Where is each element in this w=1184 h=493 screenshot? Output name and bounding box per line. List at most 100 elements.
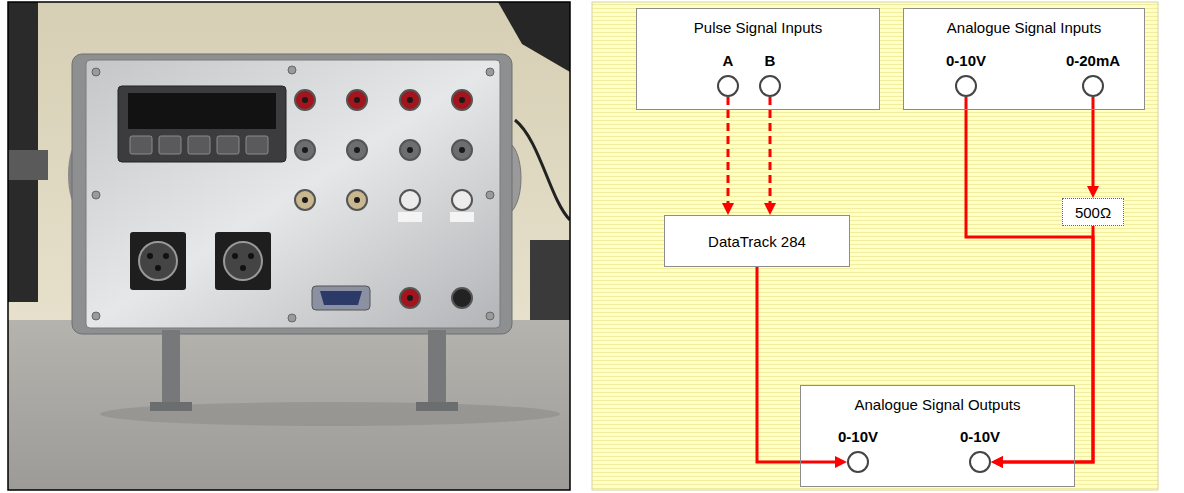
photo-button <box>159 136 181 154</box>
terminal-circle <box>847 451 869 473</box>
signal-wire <box>1092 97 1095 189</box>
photo-banana-socket <box>295 90 315 110</box>
terminal-label: 0-10V <box>960 428 1000 445</box>
device-name: DataTrack 284 <box>708 233 806 250</box>
photo-banana-socket <box>295 140 315 160</box>
photo-stand-foot <box>416 402 458 411</box>
photo-screw <box>486 312 494 320</box>
photo-socket-hole <box>407 295 413 301</box>
photo-screw <box>92 191 100 199</box>
box-fill <box>664 215 850 267</box>
photo-socket-hole <box>407 147 413 153</box>
diagram-background <box>592 2 1158 490</box>
photo-banana-socket <box>347 90 367 110</box>
photo-xlr-pin <box>232 253 238 259</box>
photo-housing <box>72 54 512 334</box>
box-fill <box>903 8 1145 110</box>
photo-stand-foot <box>150 402 192 411</box>
photo-xlr-pin <box>248 253 254 259</box>
photo-socket-hole <box>459 147 465 153</box>
terminal-circle <box>717 75 739 97</box>
photo-frame <box>8 2 570 490</box>
output-group-box: Analogue Signal Outputs 0-10V 0-10V <box>800 385 1075 487</box>
terminal-label: 0-20mA <box>1066 52 1120 69</box>
photo-front-panel <box>86 60 500 328</box>
photo-socket-hole <box>407 97 413 103</box>
photo-banana-socket <box>400 190 420 210</box>
terminal-label: B <box>765 52 776 69</box>
photo-banana-socket <box>347 190 367 210</box>
photo-socket-hole <box>302 147 308 153</box>
photo-socket-hole <box>302 97 308 103</box>
signal-wire <box>1000 226 1093 462</box>
photo-banana-socket <box>452 140 472 160</box>
terminal-label: 0-10V <box>946 52 986 69</box>
photo-wall <box>8 2 570 332</box>
signal-wire <box>769 97 772 206</box>
resistor-box: 500Ω <box>1062 198 1124 226</box>
photo-banana-socket <box>347 140 367 160</box>
photo-banana-socket <box>452 90 472 110</box>
box-fill <box>636 8 880 110</box>
photo-dsub-connector <box>312 286 370 310</box>
photo-desk <box>8 320 570 490</box>
photo-button <box>217 136 239 154</box>
resistor-value: 500Ω <box>1075 204 1111 221</box>
photo-tape-label <box>450 212 474 222</box>
pulse-terminal: A <box>693 52 763 97</box>
converter-box: DataTrack 284 <box>664 215 850 267</box>
photo-tape-label <box>398 212 422 222</box>
photo-screw <box>486 191 494 199</box>
photo-xlr-socket <box>215 232 271 290</box>
photo-display-bezel <box>118 86 286 162</box>
box-fill <box>800 385 1075 487</box>
terminal-circle <box>759 75 781 97</box>
photo-dsub-connector <box>320 291 362 305</box>
photo-socket-hole <box>459 97 465 103</box>
photo-banana-socket <box>452 288 472 308</box>
terminal-circle <box>955 75 977 97</box>
photo-screw <box>92 68 100 76</box>
terminal-circle <box>1082 75 1104 97</box>
photo-button <box>188 136 210 154</box>
photo-xlr-socket <box>139 242 177 280</box>
photo-cable <box>515 120 570 220</box>
photo-xlr-socket <box>130 232 186 290</box>
output-terminal: 0-10V <box>945 428 1015 473</box>
photo-banana-socket <box>400 140 420 160</box>
photo-banana-socket <box>400 288 420 308</box>
group-title: Analogue Signal Outputs <box>855 396 1021 413</box>
photo-xlr-pin <box>155 265 161 271</box>
terminal-label: A <box>723 52 734 69</box>
input-group-box: Pulse Signal InputsA B <box>636 8 880 110</box>
terminal-circle <box>969 451 991 473</box>
photo-screw <box>92 312 100 320</box>
photo-stand-leg <box>162 330 180 408</box>
signal-wire <box>757 267 838 462</box>
analogue-terminal: 0-10V <box>931 52 1001 97</box>
group-title: Analogue Signal Inputs <box>947 19 1101 36</box>
photo-screw <box>288 66 296 74</box>
photo-xlr-socket <box>224 242 262 280</box>
photo-screw <box>486 68 494 76</box>
photo-socket-hole <box>302 197 308 203</box>
photo-socket-hole <box>354 97 360 103</box>
analogue-terminal: 0-20mA <box>1058 52 1128 97</box>
output-terminal: 0-10V <box>823 428 893 473</box>
photo-xlr-pin <box>240 265 246 271</box>
photo-xlr-pin <box>147 253 153 259</box>
photo-socket-hole <box>354 147 360 153</box>
pulse-terminal: B <box>735 52 805 97</box>
terminal-label: 0-10V <box>838 428 878 445</box>
photo-equipment <box>530 240 570 320</box>
photo-button <box>246 136 268 154</box>
input-group-box: Analogue Signal Inputs 0-10V 0-20mA <box>903 8 1145 110</box>
photo-shadow <box>100 402 560 426</box>
group-title: Pulse Signal Inputs <box>694 19 822 36</box>
photo-stand-leg <box>428 330 446 408</box>
photo-xlr-pin <box>163 253 169 259</box>
photo-lcd <box>128 93 276 129</box>
signal-wire <box>727 97 730 206</box>
photo-socket-hole <box>354 197 360 203</box>
